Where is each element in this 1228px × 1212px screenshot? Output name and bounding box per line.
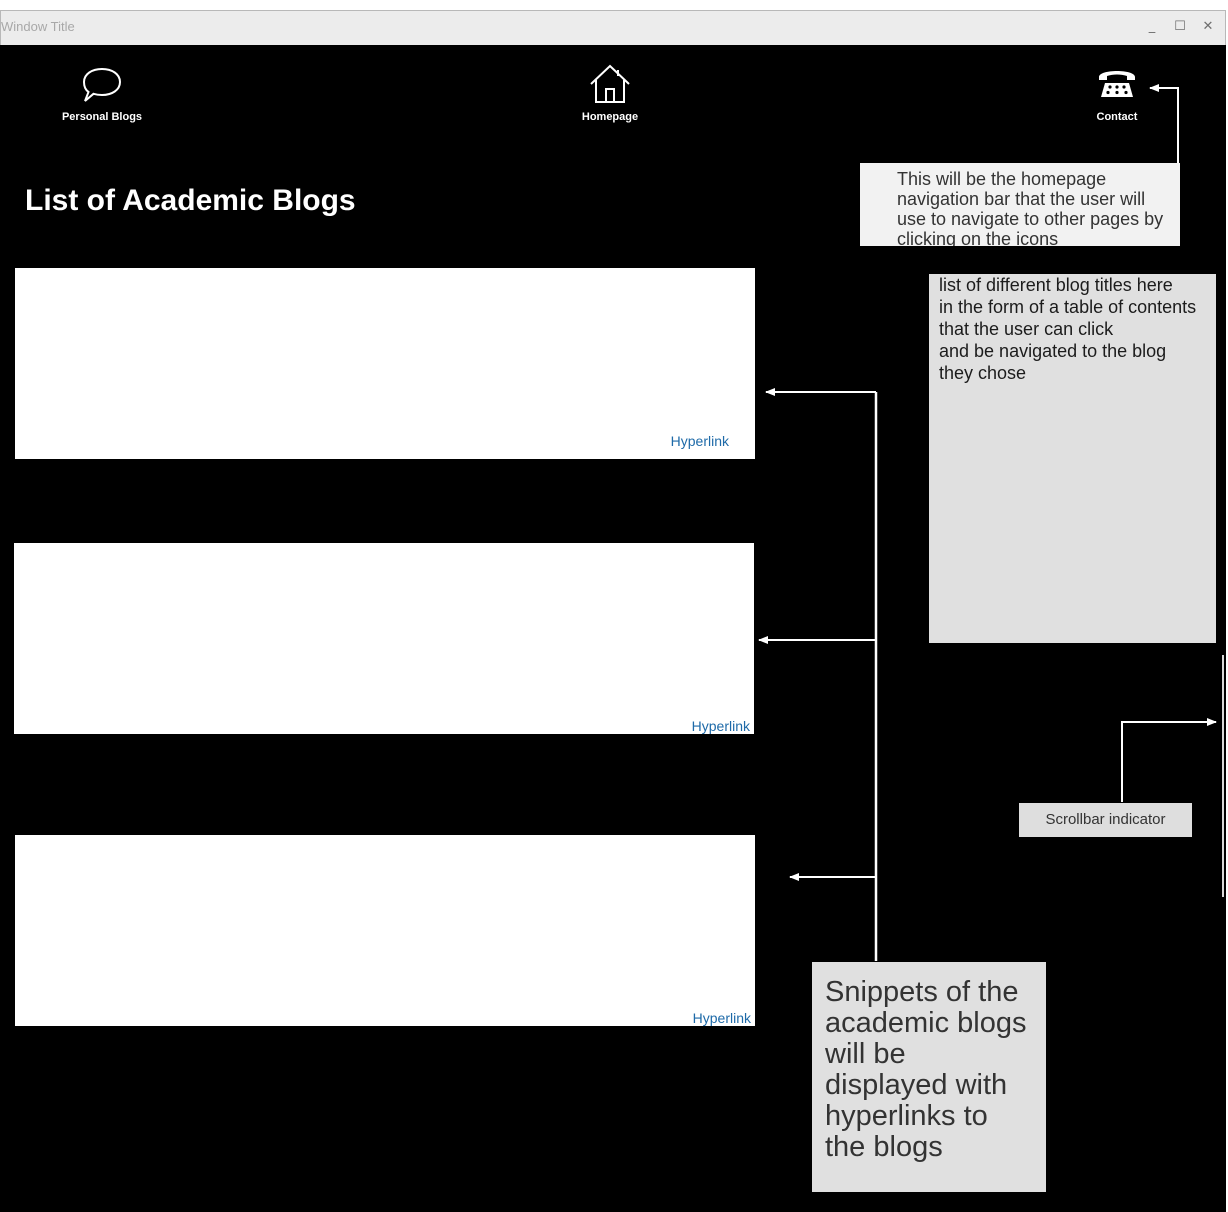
window-title-bar: Window Title _ ☐ ✕ bbox=[0, 10, 1226, 45]
nav-personal-blogs[interactable]: Personal Blogs bbox=[42, 65, 162, 123]
nav-homepage[interactable]: Homepage bbox=[550, 63, 670, 123]
nav-bar-annotation: This will be the homepage navigation bar… bbox=[860, 163, 1180, 246]
app-content: Personal Blogs Homepage Contact List of … bbox=[0, 45, 1226, 1212]
snippets-annotation: Snippets of the academic blogs will be d… bbox=[812, 962, 1046, 1192]
blog-hyperlink[interactable]: Hyperlink bbox=[692, 1010, 751, 1026]
blog-snippet-card: Hyperlink bbox=[15, 268, 755, 459]
minimize-icon[interactable]: _ bbox=[1148, 19, 1156, 34]
page-title: List of Academic Blogs bbox=[25, 184, 356, 217]
maximize-icon[interactable]: ☐ bbox=[1174, 19, 1186, 34]
nav-personal-blogs-label: Personal Blogs bbox=[61, 111, 143, 123]
blog-snippet-card: Hyperlink bbox=[15, 835, 755, 1026]
speech-bubble-icon bbox=[82, 67, 122, 102]
close-icon[interactable]: ✕ bbox=[1202, 19, 1214, 34]
nav-contact-label: Contact bbox=[1096, 111, 1138, 123]
blog-snippet-card: Hyperlink bbox=[14, 543, 754, 734]
window-border bbox=[1226, 10, 1228, 1212]
nav-contact[interactable]: Contact bbox=[1057, 65, 1177, 123]
scrollbar-annotation: Scrollbar indicator bbox=[1019, 803, 1192, 837]
telephone-icon bbox=[1099, 71, 1135, 97]
scrollbar-arrow bbox=[1121, 718, 1217, 802]
blog-hyperlink[interactable]: Hyperlink bbox=[691, 718, 750, 734]
home-icon bbox=[590, 64, 630, 103]
table-of-contents-annotation: list of different blog titles here in th… bbox=[929, 274, 1216, 643]
nav-homepage-label: Homepage bbox=[581, 111, 639, 123]
window-title: Window Title bbox=[1, 19, 75, 34]
scrollbar-thumb[interactable] bbox=[1222, 655, 1224, 897]
blog-hyperlink[interactable]: Hyperlink bbox=[670, 433, 729, 449]
